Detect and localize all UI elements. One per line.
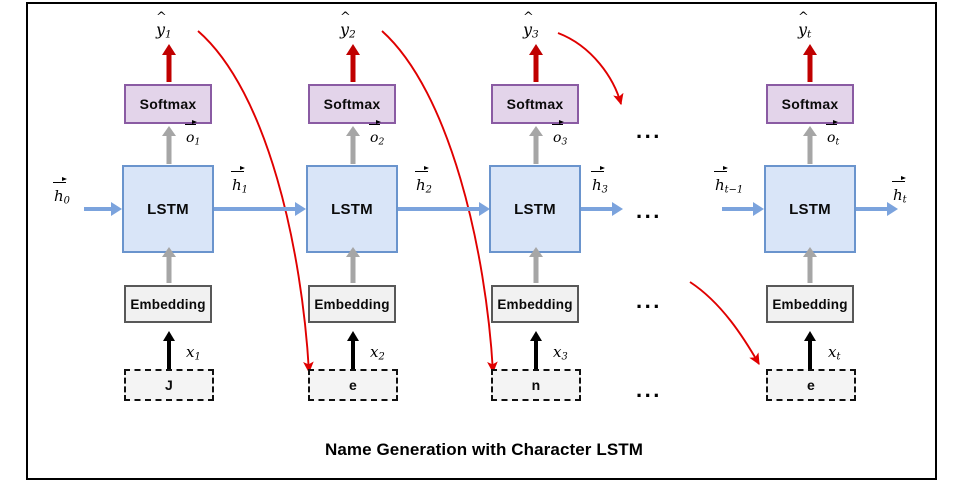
diagram-frame	[26, 2, 937, 480]
lstm-block-2: LSTM	[306, 165, 398, 253]
embedding-arrow-t	[803, 247, 817, 283]
char-box-2[interactable]: e	[308, 369, 398, 401]
hidden-arrow-1	[214, 200, 306, 218]
hidden-label-t: ht	[892, 176, 907, 205]
output-arrow-t	[803, 126, 817, 164]
ellipsis-embedding-row: ...	[636, 288, 662, 313]
softmax-block-1: Softmax	[124, 84, 212, 124]
char-label: n	[531, 377, 541, 393]
char-box-1[interactable]: J	[124, 369, 214, 401]
prediction-arrow-3	[529, 44, 543, 82]
hidden-label-1: h1	[231, 166, 248, 195]
lstm-label: LSTM	[147, 200, 189, 218]
input-arrow-2	[347, 331, 359, 370]
hidden-arrow-t-minus-1	[722, 200, 764, 218]
prediction-label-3: ^ y3	[523, 10, 539, 41]
prediction-arrow-1	[162, 44, 176, 82]
lstm-block-3: LSTM	[489, 165, 581, 253]
lstm-label: LSTM	[514, 200, 556, 218]
output-label-1: o1	[185, 120, 200, 147]
hidden-label-3: h3	[591, 166, 608, 195]
char-box-3[interactable]: n	[491, 369, 581, 401]
char-box-t[interactable]: e	[766, 369, 856, 401]
input-label-3: x3	[553, 343, 568, 363]
softmax-label: Softmax	[781, 96, 839, 112]
lstm-label: LSTM	[789, 200, 831, 218]
softmax-block-2: Softmax	[308, 84, 396, 124]
prediction-label-t: ^ yt	[798, 10, 812, 41]
ellipsis-softmax-row: ...	[636, 118, 662, 143]
initial-hidden-label: h0	[53, 177, 70, 206]
lstm-block-1: LSTM	[122, 165, 214, 253]
char-label: e	[349, 377, 357, 393]
output-arrow-1	[162, 126, 176, 164]
output-label-2: o2	[369, 120, 384, 147]
input-arrow-t	[804, 331, 816, 370]
output-label-t: ot	[826, 120, 839, 147]
embedding-label: Embedding	[497, 296, 573, 312]
hidden-arrow-3	[581, 200, 623, 218]
ellipsis-lstm-row: ...	[636, 198, 662, 223]
char-label: J	[165, 377, 173, 393]
embedding-label: Embedding	[772, 296, 848, 312]
output-arrow-3	[529, 126, 543, 164]
ellipsis-char-row: ...	[636, 377, 662, 402]
embedding-arrow-3	[529, 247, 543, 283]
input-arrow-3	[530, 331, 542, 370]
prediction-arrow-t	[803, 44, 817, 82]
input-label-t: xt	[828, 343, 841, 363]
softmax-block-3: Softmax	[491, 84, 579, 124]
prediction-label-1: ^ y1	[156, 10, 172, 41]
embedding-arrow-2	[346, 247, 360, 283]
hidden-arrow-2	[398, 200, 490, 218]
hidden-label-2: h2	[415, 166, 432, 195]
softmax-label: Softmax	[323, 96, 381, 112]
input-label-1: x1	[186, 343, 201, 363]
hidden-arrow-0	[84, 200, 122, 218]
input-label-2: x2	[370, 343, 385, 363]
char-label: e	[807, 377, 815, 393]
hidden-arrow-t	[856, 200, 898, 218]
embedding-label: Embedding	[314, 296, 390, 312]
prediction-arrow-2	[346, 44, 360, 82]
embedding-block-2: Embedding	[308, 285, 396, 323]
embedding-block-1: Embedding	[124, 285, 212, 323]
hidden-label-t-minus-1: ht−1	[714, 166, 743, 195]
embedding-block-t: Embedding	[766, 285, 854, 323]
embedding-arrow-1	[162, 247, 176, 283]
lstm-block-t: LSTM	[764, 165, 856, 253]
output-label-3: o3	[552, 120, 567, 147]
output-arrow-2	[346, 126, 360, 164]
embedding-label: Embedding	[130, 296, 206, 312]
lstm-label: LSTM	[331, 200, 373, 218]
softmax-block-t: Softmax	[766, 84, 854, 124]
diagram-caption: Name Generation with Character LSTM	[324, 440, 644, 459]
input-arrow-1	[163, 331, 175, 370]
prediction-label-2: ^ y2	[340, 10, 356, 41]
softmax-label: Softmax	[139, 96, 197, 112]
embedding-block-3: Embedding	[491, 285, 579, 323]
softmax-label: Softmax	[506, 96, 564, 112]
